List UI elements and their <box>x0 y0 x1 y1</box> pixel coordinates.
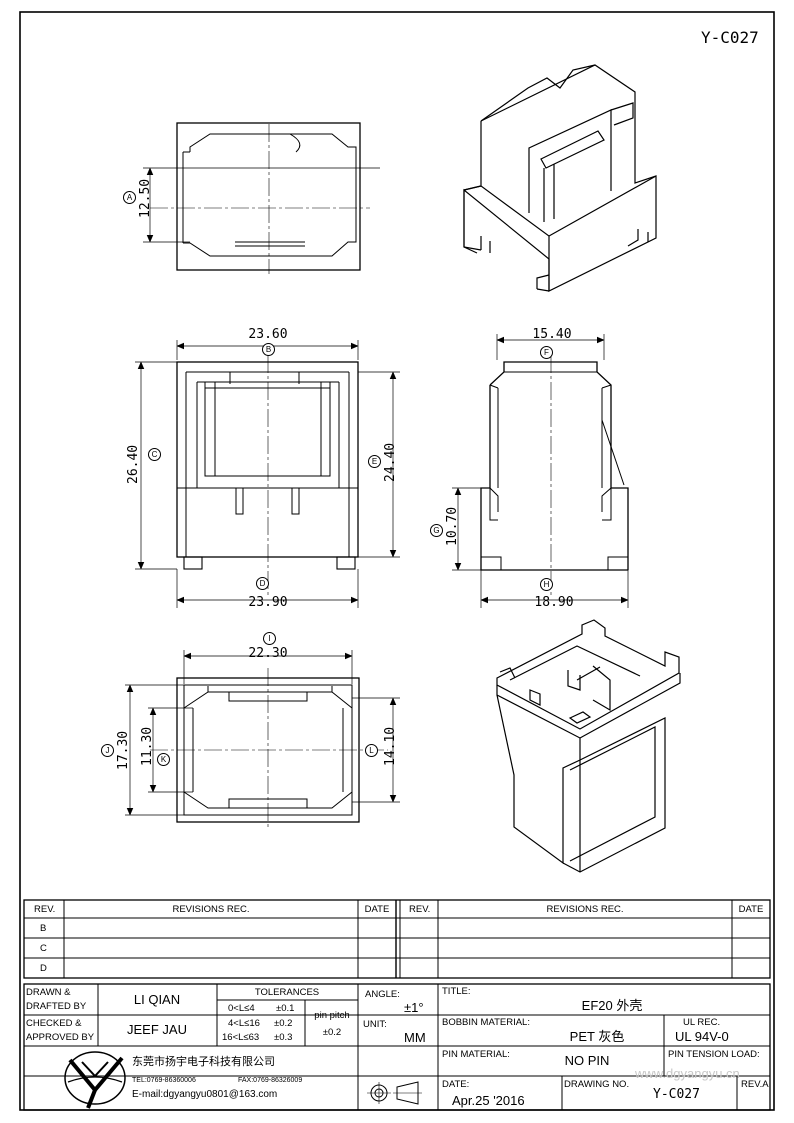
callout-b: B <box>262 343 275 356</box>
date-value: Apr.25 '2016 <box>452 1093 525 1108</box>
ul-rec-label: UL REC. <box>683 1017 721 1028</box>
revisions-header-right: REVISIONS REC. <box>546 904 624 915</box>
unit-label: UNIT: <box>363 1019 387 1030</box>
pin-material-label: PIN MATERIAL: <box>442 1049 510 1060</box>
pin-pitch-value: ±0.2 <box>322 1027 342 1038</box>
tol-value-2: ±0.2 <box>274 1018 293 1029</box>
pin-tension-label: PIN TENSION LOAD: <box>668 1049 760 1060</box>
dim-d-value: 22.30 <box>248 646 288 661</box>
revision-table <box>23 899 771 979</box>
callout-e: E <box>368 455 381 468</box>
ul-rec-value: UL 94V-0 <box>675 1029 729 1044</box>
tol-range-2: 4<L≤16 <box>228 1018 260 1029</box>
rev-header-right: REV. <box>409 904 431 915</box>
date-header-right: DATE <box>738 904 764 915</box>
dim-top-width: 23.60 <box>248 327 288 342</box>
callout-d: D <box>256 577 269 590</box>
company-email: E-mail:dgyangyu0801@163.com <box>132 1089 278 1100</box>
angle-label: ANGLE: <box>365 989 400 1000</box>
drawn-label-2: DRAFTED BY <box>26 1001 87 1012</box>
bobbin-material-value: PET 灰色 <box>569 1029 625 1044</box>
rev-row-c: C <box>40 943 47 954</box>
checked-label-2: APPROVED BY <box>26 1032 95 1043</box>
revisions-header-left: REVISIONS REC. <box>172 904 250 915</box>
dim-j-value: 17.30 <box>116 730 131 770</box>
company-name: 东莞市扬宇电子科技有限公司 <box>132 1056 275 1068</box>
callout-j: J <box>101 744 114 757</box>
drawn-label-1: DRAWN & <box>26 987 71 998</box>
side-view <box>452 334 629 608</box>
unit-value: MM <box>404 1030 426 1045</box>
callout-f: F <box>540 346 553 359</box>
dim-side-top: 15.40 <box>532 327 572 342</box>
tolerances-label: TOLERANCES <box>254 987 320 998</box>
title-block <box>23 983 771 1111</box>
callout-k: K <box>157 753 170 766</box>
part-number: Y-C027 <box>701 28 759 47</box>
iso-view-bottom <box>496 619 681 873</box>
rev-a-label: REV.A <box>741 1079 769 1090</box>
tol-range-1: 0<L≤4 <box>228 1003 255 1014</box>
callout-l: L <box>365 744 378 757</box>
pin-pitch-label: pin pitch <box>314 1010 350 1021</box>
watermark: www.dgyangyu.cn <box>635 1066 740 1081</box>
company-fax: FAX:0769-86326009 <box>238 1077 303 1084</box>
checked-label-1: CHECKED & <box>26 1018 82 1029</box>
dim-a-value: 12.50 <box>138 178 153 218</box>
front-view <box>135 340 400 608</box>
title-label: TITLE: <box>442 986 471 997</box>
dim-b-value: 26.40 <box>126 444 141 484</box>
sheet-border <box>19 11 775 1111</box>
callout-h: H <box>540 578 553 591</box>
pin-material-value: NO PIN <box>564 1053 610 1068</box>
callout-i: I <box>263 632 276 645</box>
angle-value: ±1° <box>404 1000 424 1015</box>
drawn-name: LI QIAN <box>133 992 181 1007</box>
tol-value-1: ±0.1 <box>276 1003 295 1014</box>
bottom-view <box>125 650 400 830</box>
dim-e-value: 24.40 <box>383 442 398 482</box>
drawing-no-label: DRAWING NO. <box>564 1079 630 1090</box>
rev-row-d: D <box>40 963 47 974</box>
drawing-no-value: Y-C027 <box>653 1087 700 1102</box>
rev-header-left: REV. <box>34 904 56 915</box>
rev-row-b: B <box>40 923 47 934</box>
tol-value-3: ±0.3 <box>274 1032 293 1043</box>
callout-g: G <box>430 524 443 537</box>
title-value: EF20 外壳 <box>581 998 643 1013</box>
dim-side-bottom: 18.90 <box>534 595 574 610</box>
callout-c: C <box>148 448 161 461</box>
date-label: DATE: <box>442 1079 470 1090</box>
dim-k-value: 11.30 <box>140 726 155 766</box>
tol-range-3: 16<L≤63 <box>222 1032 260 1043</box>
bobbin-material-label: BOBBIN MATERIAL: <box>442 1017 530 1028</box>
dim-g-value: 10.70 <box>445 506 460 546</box>
callout-a: A <box>123 191 136 204</box>
iso-view-top <box>463 64 657 292</box>
date-header-left: DATE <box>364 904 390 915</box>
dim-l-value: 14.10 <box>383 726 398 766</box>
dim-bottom-width: 23.90 <box>248 595 288 610</box>
checked-name: JEEF JAU <box>127 1022 187 1037</box>
company-tel: TEL:0769-86360006 <box>132 1077 196 1084</box>
top-view <box>143 122 380 274</box>
